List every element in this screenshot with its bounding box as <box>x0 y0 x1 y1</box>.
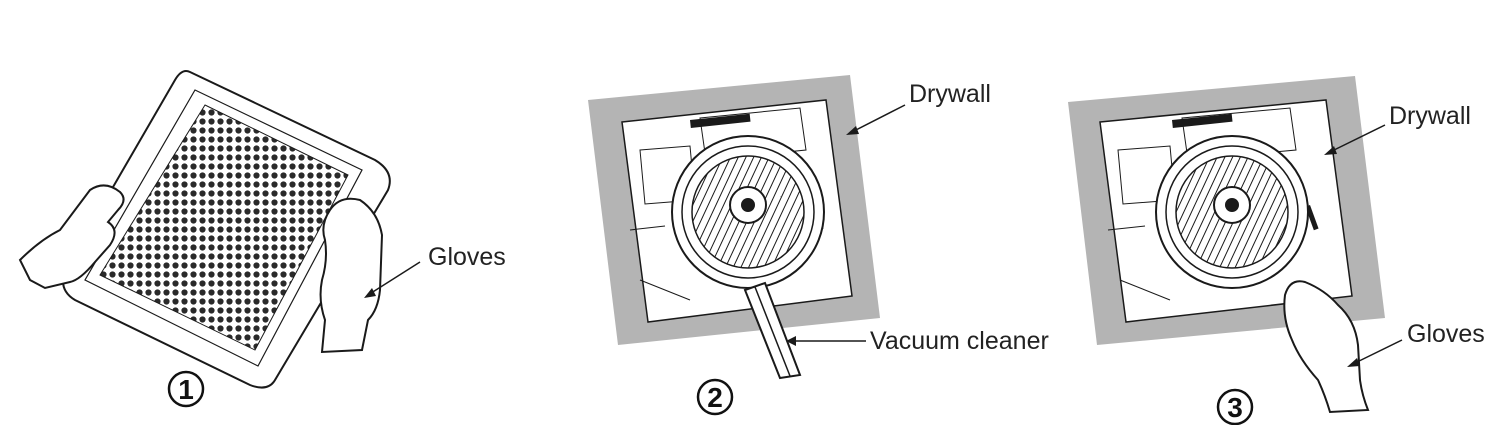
step-number-3: 3 <box>1227 392 1243 423</box>
drywall-arrowhead-3 <box>1324 146 1337 155</box>
grille-illustration <box>62 70 391 389</box>
drywall-arrowhead-2 <box>846 126 859 135</box>
drywall-frame-3 <box>1068 76 1385 345</box>
step-number-circle-3 <box>1216 388 1254 425</box>
step-number-2: 2 <box>707 382 723 413</box>
vacuum-cleaner-label: Vacuum cleaner <box>870 327 1049 355</box>
gloves-arrowhead-3 <box>1347 358 1360 367</box>
gloved-hand-illustration <box>1283 280 1370 414</box>
gloves-label-3: Gloves <box>1407 320 1485 348</box>
drywall-leader-line-3 <box>1329 124 1386 153</box>
gloves-label-1: Gloves <box>428 243 506 271</box>
gloves-leader-line-1 <box>367 261 421 296</box>
step-number-circle-2 <box>696 378 734 416</box>
left-hand-illustration <box>18 184 125 290</box>
drywall-leader-line-2 <box>851 104 906 133</box>
panel-2-vacuum-cleaning: Drywall Vacuum cleaner 2 <box>588 75 1049 416</box>
drywall-frame-2 <box>588 75 880 345</box>
step-number-1: 1 <box>178 374 194 405</box>
gloves-leader-line-3 <box>1352 339 1403 365</box>
gloves-arrowhead-1 <box>364 288 376 298</box>
panel-1-grille-removal: Gloves 1 <box>18 70 506 408</box>
vacuum-nozzle-illustration <box>743 281 802 380</box>
drywall-label-2: Drywall <box>909 80 991 108</box>
blower-wheel-illustration-3 <box>1155 135 1309 289</box>
step-number-circle-1 <box>167 370 205 408</box>
blower-wheel-illustration-2 <box>671 135 825 289</box>
vacuum-arrowhead <box>786 336 796 346</box>
panel-3-hand-wiping: Drywall Gloves 3 <box>1068 76 1485 425</box>
right-hand-glove-illustration <box>319 197 384 354</box>
drywall-label-3: Drywall <box>1389 102 1471 130</box>
